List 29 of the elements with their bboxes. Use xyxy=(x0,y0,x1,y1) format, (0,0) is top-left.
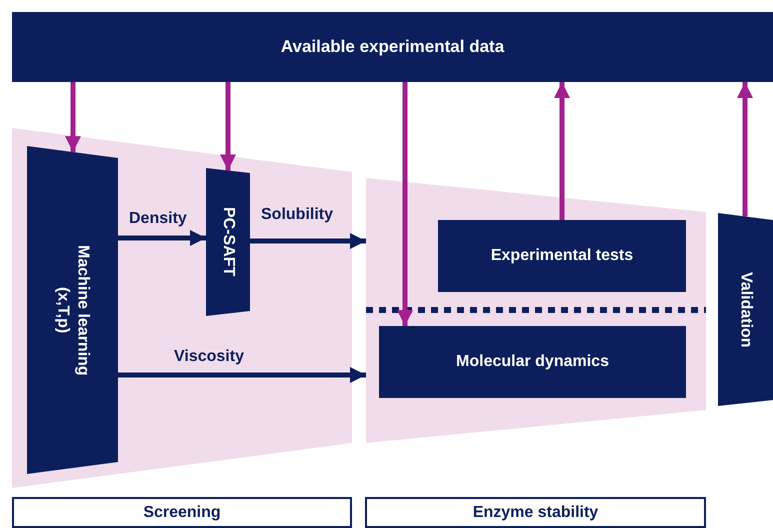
edge-label: Solubility xyxy=(259,205,335,225)
process-box xyxy=(438,220,686,292)
node-label: Validation xyxy=(736,272,756,348)
category-box xyxy=(365,497,706,528)
arrow xyxy=(250,233,366,249)
edge-label: Density xyxy=(127,209,189,229)
trapezoid-block xyxy=(27,146,118,474)
arrow xyxy=(118,230,206,246)
node-label: PC-SAFT xyxy=(219,207,238,277)
arrow xyxy=(737,82,753,216)
trapezoid-block xyxy=(718,213,773,406)
arrow xyxy=(397,82,413,326)
arrow xyxy=(65,82,81,152)
arrow xyxy=(554,82,570,220)
trapezoid-block xyxy=(206,168,250,316)
edge-label: Viscosity xyxy=(172,347,246,367)
category-box xyxy=(12,497,352,528)
node-label: Experimental tests xyxy=(490,246,634,266)
process-box xyxy=(379,326,686,398)
node-label: Enzyme stability xyxy=(472,502,598,522)
arrow xyxy=(220,82,236,170)
node-label: Available experimental data xyxy=(280,36,504,58)
funnel-band xyxy=(12,128,352,488)
node-label: Screening xyxy=(143,502,221,522)
header-bar xyxy=(12,12,773,82)
node-label: Machine learning (x,T,p) xyxy=(54,244,92,378)
arrow xyxy=(118,367,366,383)
node-label: Molecular dynamics xyxy=(456,352,609,372)
funnel-band xyxy=(366,178,706,443)
